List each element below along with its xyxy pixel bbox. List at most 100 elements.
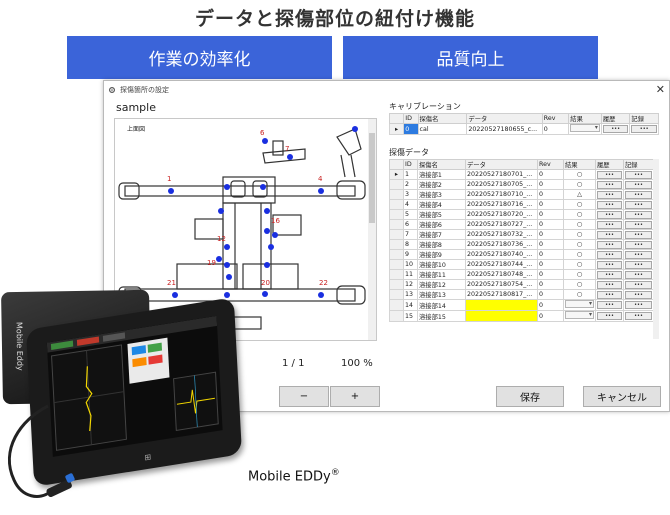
ellipsis-button[interactable]: •••	[625, 270, 652, 279]
inspection-cell[interactable]: 溶接部11	[417, 269, 466, 280]
calibration-cell[interactable]: ▸	[388, 123, 405, 135]
inspection-cell[interactable]: 20220527180744_...	[465, 259, 538, 270]
inspection-cell[interactable]	[465, 299, 538, 311]
inspection-cell[interactable]: ○	[563, 289, 596, 300]
inspection-cell[interactable]: 0	[537, 169, 564, 180]
inspection-cell[interactable]: •••	[595, 269, 624, 280]
inspection-cell[interactable]: 溶接部12	[417, 279, 466, 290]
inspection-cell[interactable]	[389, 310, 404, 322]
inspection-cell[interactable]: 20220527180727_...	[465, 219, 538, 230]
drawing-canvas[interactable]: 上面図 1 4 6 7 12 16	[114, 118, 377, 341]
inspection-cell[interactable]: ○	[563, 209, 596, 220]
inspection-cell[interactable]: •••	[595, 189, 624, 200]
ellipsis-button[interactable]: •••	[625, 301, 652, 309]
inspection-cell[interactable]: ○	[563, 229, 596, 240]
inspection-cell[interactable]	[389, 219, 404, 230]
inspection-cell[interactable]: •••	[623, 219, 654, 230]
ellipsis-button[interactable]: •••	[597, 220, 622, 229]
inspection-cell[interactable]: 5	[403, 209, 418, 220]
inspection-cell[interactable]: 20220527180710_...	[465, 189, 538, 200]
ellipsis-button[interactable]: •••	[597, 170, 622, 179]
inspection-cell[interactable]: 1	[403, 169, 418, 180]
inspection-cell[interactable]: •••	[595, 229, 624, 240]
inspection-cell[interactable]: •••	[623, 279, 654, 290]
ellipsis-button[interactable]: •••	[625, 220, 652, 229]
inspection-cell[interactable]: 0	[537, 279, 564, 290]
ellipsis-button[interactable]: •••	[597, 312, 622, 320]
calibration-cell[interactable]: 0	[541, 123, 570, 135]
inspection-cell[interactable]: ○	[563, 269, 596, 280]
ellipsis-button[interactable]: •••	[625, 250, 652, 259]
inspection-cell[interactable]: 溶接部15	[417, 310, 466, 322]
inspection-cell[interactable]: •••	[595, 239, 624, 250]
result-dropdown[interactable]	[565, 311, 594, 319]
inspection-cell[interactable]: •••	[623, 289, 654, 300]
ellipsis-button[interactable]: •••	[625, 312, 652, 320]
inspection-cell[interactable]: •••	[623, 189, 654, 200]
inspection-cell[interactable]: •••	[623, 199, 654, 210]
calibration-col-header[interactable]: ID	[403, 113, 419, 124]
inspection-cell[interactable]: 20220527180754_...	[465, 279, 538, 290]
inspection-cell[interactable]: 溶接部9	[417, 249, 466, 260]
inspection-cell[interactable]: •••	[595, 169, 624, 180]
inspection-cell[interactable]: 溶接部7	[417, 229, 466, 240]
ellipsis-button[interactable]: •••	[597, 280, 622, 289]
calibration-col-header[interactable]: 探傷名	[417, 113, 468, 124]
inspection-cell[interactable]: 20220527180705_...	[465, 179, 538, 190]
calibration-cell[interactable]	[568, 123, 602, 135]
inspection-cell[interactable]: 溶接部6	[417, 219, 466, 230]
inspection-cell[interactable]: 20220527180736_...	[465, 239, 538, 250]
inspection-cell[interactable]: •••	[595, 289, 624, 300]
calibration-col-header[interactable]: データ	[466, 113, 543, 124]
inspection-cell[interactable]: 0	[537, 199, 564, 210]
inspection-cell[interactable]: 8	[403, 239, 418, 250]
inspection-cell[interactable]: ○	[563, 179, 596, 190]
inspection-cell[interactable]: •••	[595, 259, 624, 270]
ellipsis-button[interactable]: •••	[597, 270, 622, 279]
inspection-cell[interactable]: 10	[403, 259, 418, 270]
inspection-cell[interactable]: •••	[595, 279, 624, 290]
drawing-scrollbar[interactable]	[368, 119, 376, 340]
inspection-cell[interactable]: 20220527180740_...	[465, 249, 538, 260]
inspection-cell[interactable]: •••	[623, 209, 654, 220]
inspection-cell[interactable]	[389, 279, 404, 290]
inspection-cell[interactable]: ○	[563, 199, 596, 210]
inspection-cell[interactable]: 7	[403, 229, 418, 240]
inspection-col-header[interactable]: データ	[465, 159, 538, 170]
inspection-col-header[interactable]: 記録	[623, 159, 654, 170]
inspection-cell[interactable]: 20220527180817_...	[465, 289, 538, 300]
inspection-cell[interactable]: 6	[403, 219, 418, 230]
inspection-cell[interactable]: 0	[537, 189, 564, 200]
inspection-cell[interactable]: •••	[595, 299, 624, 311]
inspection-cell[interactable]	[389, 189, 404, 200]
inspection-cell[interactable]: 0	[537, 239, 564, 250]
inspection-cell[interactable]	[389, 239, 404, 250]
calibration-cell[interactable]: •••	[629, 123, 659, 135]
calibration-col-header[interactable]: Rev	[541, 113, 570, 124]
inspection-cell[interactable]: 3	[403, 189, 418, 200]
inspection-cell[interactable]: 溶接部2	[417, 179, 466, 190]
inspection-cell[interactable]: 溶接部1	[417, 169, 466, 180]
inspection-cell[interactable]: •••	[595, 310, 624, 322]
inspection-cell[interactable]: 溶接部14	[417, 299, 466, 311]
inspection-cell[interactable]: •••	[623, 259, 654, 270]
ellipsis-button[interactable]: •••	[625, 180, 652, 189]
ellipsis-button[interactable]: •••	[625, 260, 652, 269]
inspection-cell[interactable]: ○	[563, 239, 596, 250]
inspection-cell[interactable]: 9	[403, 249, 418, 260]
inspection-cell[interactable]: •••	[623, 299, 654, 311]
inspection-cell[interactable]: 15	[403, 310, 418, 322]
inspection-cell[interactable]	[563, 299, 596, 311]
inspection-cell[interactable]: ○	[563, 279, 596, 290]
inspection-cell[interactable]: •••	[623, 239, 654, 250]
inspection-cell[interactable]	[563, 310, 596, 322]
